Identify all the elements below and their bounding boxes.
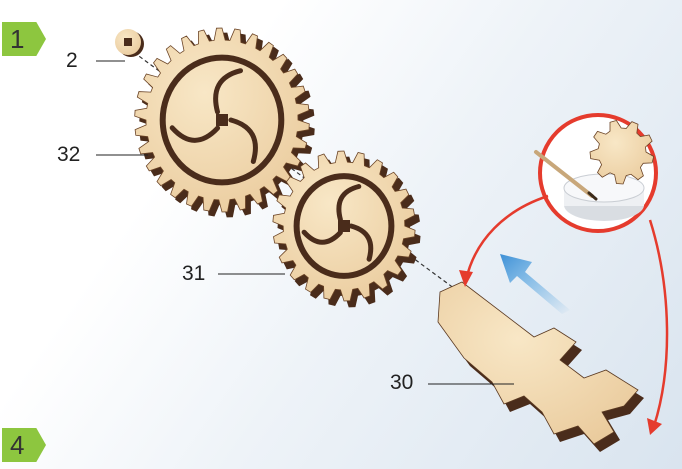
gear-spokes — [301, 184, 374, 262]
part-label-31: 31 — [182, 262, 206, 285]
leader-lines — [96, 60, 514, 385]
shaft-icon — [437, 281, 644, 452]
gear-hub — [338, 220, 350, 232]
gear-body — [589, 120, 655, 185]
gear-hub — [216, 114, 228, 126]
glue-arrows — [464, 194, 669, 427]
arrowhead-icon — [459, 270, 473, 287]
step-badge-4: 4 — [2, 428, 46, 462]
part-label-32: 32 — [57, 143, 81, 166]
assembly-direction-arrow — [500, 254, 570, 314]
glue-application-icon — [534, 113, 658, 233]
part-label-30: 30 — [390, 371, 414, 394]
arrowhead-icon — [647, 418, 662, 435]
step-badge-1: 1 — [2, 22, 46, 56]
ratchet-wheel-icon — [272, 150, 421, 308]
part-label-2: 2 — [66, 49, 78, 72]
gear-rim — [293, 173, 395, 279]
gear-spokes — [169, 68, 258, 164]
large-gear-icon — [134, 27, 315, 218]
step-number: 1 — [10, 23, 25, 54]
step-number: 4 — [10, 429, 25, 460]
gear-rim — [159, 54, 285, 186]
small-gear-icon — [115, 29, 144, 57]
